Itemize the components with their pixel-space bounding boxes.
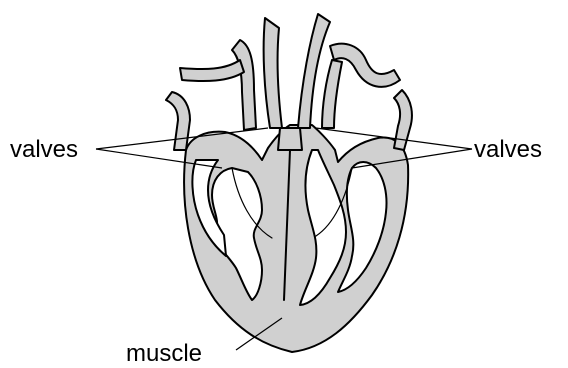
aorta	[264, 18, 282, 128]
central-septum-top	[278, 128, 302, 150]
valves-label-left: valves	[10, 138, 78, 162]
vessel-right-stem	[322, 60, 342, 128]
pulmonary-vein-left	[166, 92, 190, 150]
vena-cava-branch-left	[180, 60, 244, 81]
valves-label-right: valves	[474, 138, 542, 162]
muscle-label: muscle	[126, 342, 202, 366]
vena-cava-left	[232, 40, 256, 130]
